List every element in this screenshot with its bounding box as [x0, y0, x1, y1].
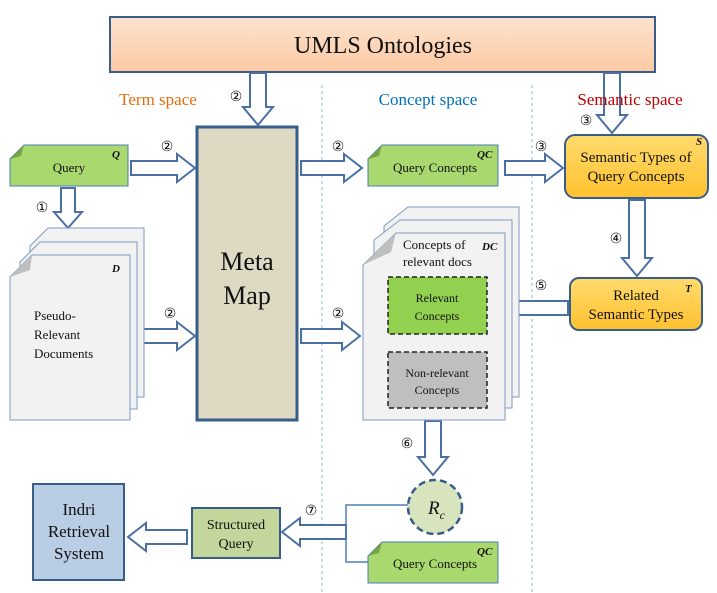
- metamap-label-1: Meta: [220, 247, 274, 276]
- structured-query-box: [191, 507, 281, 559]
- step-2-docs: ②: [164, 307, 177, 322]
- arrow-umls-to-semantic: [594, 72, 630, 135]
- concept-space-label: Concept space: [379, 90, 478, 109]
- semantic-types-label-1: Semantic Types of: [580, 150, 691, 166]
- concept-docs-symbol: DC: [481, 241, 498, 253]
- semantic-space-label: Semantic space: [577, 90, 682, 109]
- step-2-dc: ②: [332, 307, 345, 322]
- combine-bracket: [345, 504, 408, 563]
- step-2-umls: ②: [230, 90, 243, 105]
- concept-docs-label-1: Concepts of: [403, 237, 466, 252]
- indri-label-3: System: [54, 544, 104, 563]
- pseudo-relevant-documents-stack: [9, 227, 145, 421]
- indri-retrieval-system-box: [32, 483, 125, 581]
- rc-base: R: [427, 498, 440, 519]
- step-2-query: ②: [161, 140, 174, 155]
- arrow-structured-to-indri: [126, 520, 188, 554]
- arrow-metamap-to-dc: [300, 319, 362, 353]
- related-types-label-1: Related: [613, 288, 659, 304]
- semantic-types-box: [564, 134, 709, 199]
- umls-ontologies-box: [109, 16, 656, 73]
- docs-label-2: Relevant: [34, 327, 81, 342]
- structured-label-2: Query: [219, 537, 254, 552]
- metamap-box: [195, 125, 299, 422]
- step-6: ⑥: [401, 437, 414, 452]
- arrow-semantic-to-related: [619, 199, 655, 278]
- arrow-dc-to-rc: [415, 420, 451, 477]
- docs-symbol: D: [111, 263, 120, 275]
- query-concepts-label: Query Concepts: [393, 160, 477, 175]
- docs-label-1: Pseudo-: [34, 308, 76, 323]
- arrow-docs-to-metamap: [136, 319, 197, 353]
- query-concepts-symbol: QC: [477, 149, 493, 161]
- concept-docs-label-2: relevant docs: [403, 254, 472, 269]
- arrow-umls-to-metamap: [240, 72, 276, 127]
- fold-icon: [10, 145, 24, 159]
- semantic-types-label-2: Query Concepts: [587, 169, 684, 185]
- rc-label: Rc: [427, 498, 446, 522]
- step-5: ⑤: [535, 279, 548, 294]
- related-types-label-2: Semantic Types: [589, 307, 684, 323]
- nonrelevant-concepts-box: [387, 351, 488, 409]
- nonrelevant-label-1: Non-relevant: [405, 366, 469, 380]
- relevant-concepts-box: [387, 276, 488, 335]
- umls-title: UMLS Ontologies: [294, 33, 472, 59]
- arrow-query-to-docs: [51, 187, 85, 230]
- term-space-label: Term space: [119, 90, 197, 109]
- step-7: ⑦: [305, 504, 318, 519]
- step-1: ①: [36, 201, 49, 216]
- query-label: Query: [53, 160, 86, 175]
- docs-label-3: Documents: [34, 346, 93, 361]
- nonrelevant-label-2: Concepts: [415, 383, 460, 397]
- related-semantic-types-box: [569, 277, 703, 331]
- query-concepts-bottom-symbol: QC: [477, 546, 493, 558]
- arrow-query-to-metamap: [130, 151, 197, 185]
- arrow-metamap-to-qc: [300, 151, 364, 185]
- indri-label-2: Retrieval: [48, 522, 111, 541]
- structured-label-1: Structured: [207, 518, 265, 533]
- step-4: ④: [610, 232, 623, 247]
- rc-node: [406, 478, 464, 536]
- query-symbol: Q: [112, 149, 120, 161]
- step-3-umls: ③: [580, 114, 593, 129]
- relevant-label-2: Concepts: [415, 309, 460, 323]
- fold-icon: [368, 145, 382, 159]
- arrow-rc-to-structured: [280, 515, 347, 549]
- indri-label-1: Indri: [62, 500, 95, 519]
- arrow-qc-to-semantic: [504, 151, 565, 185]
- rc-subscript: c: [440, 508, 446, 522]
- step-3: ③: [535, 140, 548, 155]
- step-2-qc: ②: [332, 140, 345, 155]
- semantic-types-symbol: S: [696, 136, 702, 148]
- related-types-symbol: T: [685, 283, 693, 295]
- relevant-label-1: Relevant: [416, 291, 459, 305]
- metamap-label-2: Map: [223, 281, 271, 310]
- fold-icon: [368, 542, 382, 556]
- query-concepts-bottom-label: Query Concepts: [393, 556, 477, 571]
